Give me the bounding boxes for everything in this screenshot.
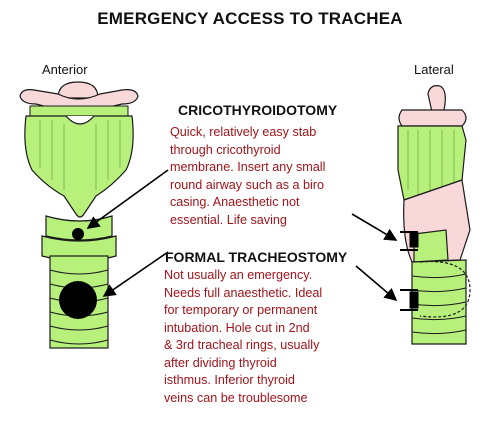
text-line: isthmus. Inferior thyroid	[164, 373, 295, 387]
text-line: membrane. Insert any small	[170, 160, 326, 174]
text-line: & 3rd tracheal rings, usually	[164, 338, 320, 352]
anterior-thyroid-cartilage	[24, 115, 134, 218]
lateral-larynx	[397, 85, 471, 345]
arrow-to-lateral-cricothyroidotomy	[351, 213, 398, 241]
text-line: veins can be troublesome	[164, 390, 308, 405]
lateral-cricothyroid-membrane	[413, 229, 449, 263]
anterior-tracheostomy-hole	[59, 281, 97, 319]
lateral-thyroid-isthmus	[419, 260, 471, 318]
lateral-tracheostomy-tube	[400, 289, 418, 311]
lateral-view-label: Lateral	[414, 62, 454, 77]
cricothyroidotomy-description: Quick, relatively easy stab through cric…	[170, 124, 350, 229]
text-line: for temporary or permanent	[164, 303, 318, 317]
lateral-tracheal-rings	[411, 273, 467, 335]
anterior-thyroid-notch	[65, 115, 95, 125]
lateral-cartilage-texture	[407, 130, 455, 196]
lateral-cricothyroidotomy-site	[409, 232, 419, 248]
text-line: through cricothyroid	[170, 142, 281, 157]
lateral-epiglottis	[427, 85, 446, 113]
text-line: after dividing thyroid	[164, 355, 277, 370]
text-line: Needs full anaesthetic. Ideal	[164, 285, 323, 300]
anterior-view-label: Anterior	[42, 62, 88, 77]
tracheostomy-description: Not usually an emergency. Needs full ana…	[164, 267, 354, 407]
lateral-hyoid-bone	[398, 109, 467, 127]
lateral-incision-markers	[400, 231, 419, 311]
text-line: intubation. Hole cut in 2nd	[164, 320, 310, 335]
text-line: casing. Anaesthetic not	[170, 195, 300, 209]
arrow-to-anterior-tracheostomy	[102, 251, 169, 297]
lateral-trachea	[411, 259, 467, 345]
text-line: Not usually an emergency.	[164, 268, 313, 282]
tracheostomy-heading: FORMAL TRACHEOSTOMY	[165, 249, 348, 265]
anterior-cartilage-texture	[39, 120, 121, 190]
diagram-title: EMERGENCY ACCESS TO TRACHEA	[97, 9, 403, 28]
arrow-to-anterior-cricothyroidotomy	[86, 169, 169, 229]
anterior-cricothyroidotomy-hole	[72, 228, 84, 240]
lateral-cricothyroidotomy-tube	[400, 231, 418, 251]
cricothyroidotomy-heading: CRICOTHYROIDOTOMY	[178, 102, 338, 118]
arrow-to-lateral-tracheostomy	[355, 265, 398, 302]
lateral-tracheostomy-site	[409, 291, 419, 309]
text-line: essential. Life saving	[170, 212, 287, 227]
text-line: round airway such as a biro	[170, 177, 325, 192]
anterior-epiglottis	[57, 81, 99, 99]
text-line: Quick, relatively easy stab	[170, 125, 317, 139]
